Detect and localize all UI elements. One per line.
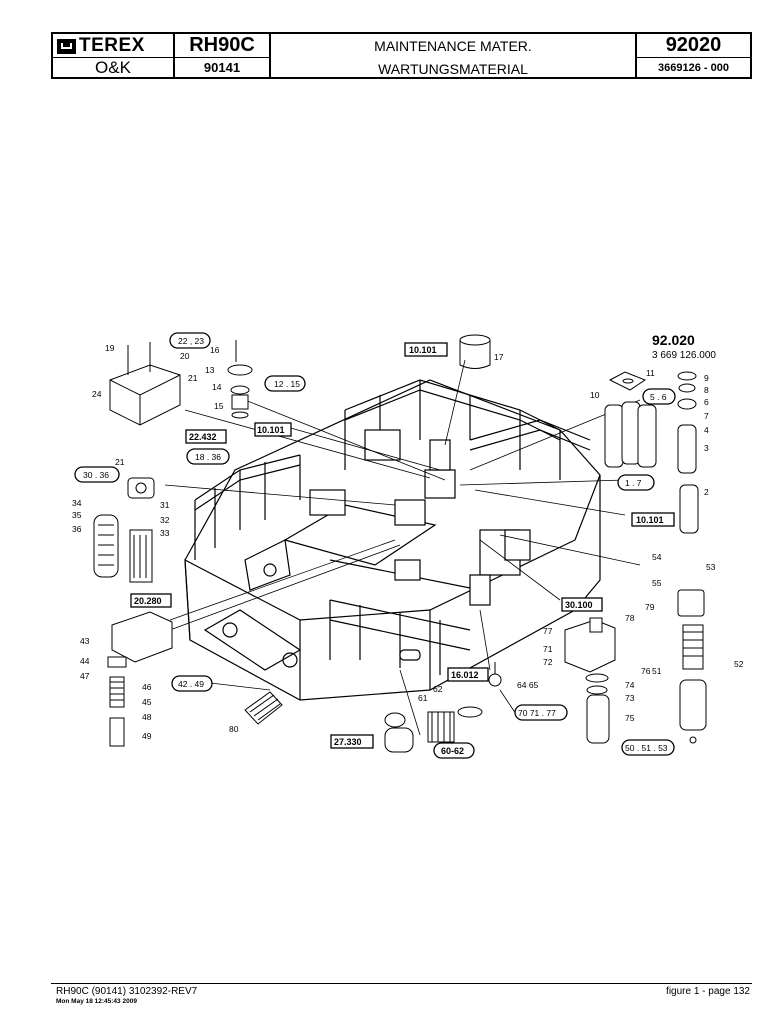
item-3: 3 [704, 443, 709, 453]
item-80: 80 [229, 724, 239, 734]
group-42-49: 42 . 49 [178, 679, 204, 689]
logo-cell: TEREX O&K [53, 34, 175, 77]
item-31: 31 [160, 500, 170, 510]
item-11: 11 [646, 368, 655, 378]
exploded-parts-drawing: 92.020 3 669 126.000 [72, 332, 744, 759]
item-77: 77 [543, 626, 553, 636]
item-21-top: 21 [188, 373, 198, 383]
brand-name: TEREX [79, 35, 145, 56]
drawing-group-title: 92.020 [652, 332, 695, 348]
figure-page-label: figure 1 - page 132 [666, 986, 750, 997]
item-53: 53 [706, 562, 716, 572]
item-20: 20 [180, 351, 190, 361]
item-76: 76 [641, 666, 651, 676]
group-number: 92020 [665, 34, 722, 56]
item-49: 49 [142, 731, 152, 741]
group-callouts: 22 , 23 12 . 15 18 . 36 30 . 36 5 . 6 1 … [74, 332, 676, 759]
item-64-65: 64 65 [517, 680, 539, 690]
item-8: 8 [704, 385, 709, 395]
title-english: MAINTENANCE MATER. [374, 38, 532, 54]
excavator-superstructure [184, 379, 601, 701]
part-sketches [93, 334, 707, 753]
ref-10101-left: 10.101 [257, 425, 285, 435]
item-36: 36 [72, 524, 82, 534]
item-10: 10 [590, 390, 600, 400]
group-70-71-77: 70 71 . 77 [518, 708, 556, 718]
item-32: 32 [160, 515, 170, 525]
number-cell: 92020 3669126 - 000 [637, 34, 750, 77]
item-21-left: 21 [115, 457, 125, 467]
item-17: 17 [494, 352, 504, 362]
title-block: TEREX O&K RH90C 90141 MAINTENANCE MATER.… [51, 32, 752, 79]
title-cell: MAINTENANCE MATER. WARTUNGSMATERIAL [271, 34, 637, 77]
item-35: 35 [72, 510, 82, 520]
item-72: 72 [543, 657, 553, 667]
item-51: 51 [652, 666, 662, 676]
item-62: 62 [433, 684, 443, 694]
ref-30100: 30.100 [565, 600, 593, 610]
item-6: 6 [704, 397, 709, 407]
model-cell: RH90C 90141 [175, 34, 271, 77]
document-reference: RH90C (90141) 3102392-REV7 [56, 986, 198, 997]
group-22-23: 22 , 23 [178, 336, 204, 346]
item-45: 45 [142, 697, 152, 707]
ref-10101-top: 10.101 [409, 345, 437, 355]
print-timestamp: Mon May 18 12:45:43 2009 [56, 998, 137, 1005]
item-24: 24 [92, 389, 102, 399]
item-47: 47 [80, 671, 90, 681]
item-52: 52 [734, 659, 744, 669]
item-9: 9 [704, 373, 709, 383]
terex-logo: TEREX [57, 35, 145, 56]
item-16: 16 [210, 345, 220, 355]
item-55: 55 [652, 578, 662, 588]
item-13: 13 [205, 365, 215, 375]
item-labels: 19 16 20 21 13 14 15 24 17 9 8 11 10 6 7… [72, 343, 744, 741]
item-75: 75 [625, 713, 635, 723]
item-78: 78 [625, 613, 635, 623]
ref-20280: 20.280 [134, 596, 162, 606]
terex-logo-mark-icon [57, 38, 76, 54]
item-48: 48 [142, 712, 152, 722]
ref-27330: 27.330 [334, 737, 362, 747]
drawing-group-subtitle: 3 669 126.000 [652, 350, 716, 361]
item-61: 61 [418, 693, 428, 703]
group-50-51-53: 50 . 51 . 53 [625, 743, 668, 753]
item-46: 46 [142, 682, 152, 692]
item-79: 79 [645, 602, 655, 612]
item-4: 4 [704, 425, 709, 435]
group-60-62: 60-62 [441, 746, 464, 756]
ref-22432: 22.432 [189, 432, 217, 442]
item-54: 54 [652, 552, 662, 562]
brand-sub: O&K [95, 58, 131, 77]
title-german: WARTUNGSMATERIAL [378, 61, 528, 77]
group-30-36: 30 . 36 [83, 470, 109, 480]
item-34: 34 [72, 498, 82, 508]
item-74: 74 [625, 680, 635, 690]
item-71: 71 [543, 644, 553, 654]
group-12-15: 12 . 15 [274, 379, 300, 389]
model-name: RH90C [189, 34, 255, 56]
item-7: 7 [704, 411, 709, 421]
group-5-6: 5 . 6 [650, 392, 667, 402]
part-number: 3669126 - 000 [658, 62, 729, 74]
group-1-7: 1 . 7 [625, 478, 642, 488]
footer-rule [51, 983, 752, 984]
item-43: 43 [80, 636, 90, 646]
ref-10101-right: 10.101 [636, 515, 664, 525]
reference-boxes: 10.101 10.101 10.101 22.432 20.280 16.01… [130, 342, 675, 749]
item-33: 33 [160, 528, 170, 538]
leader-lines [164, 359, 641, 736]
item-14: 14 [212, 382, 222, 392]
model-code: 90141 [203, 60, 241, 75]
item-15: 15 [214, 401, 224, 411]
ref-16012: 16.012 [451, 670, 479, 680]
item-2: 2 [704, 487, 709, 497]
item-44: 44 [80, 656, 90, 666]
item-73: 73 [625, 693, 635, 703]
item-19: 19 [105, 343, 115, 353]
group-18-36: 18 . 36 [195, 452, 221, 462]
